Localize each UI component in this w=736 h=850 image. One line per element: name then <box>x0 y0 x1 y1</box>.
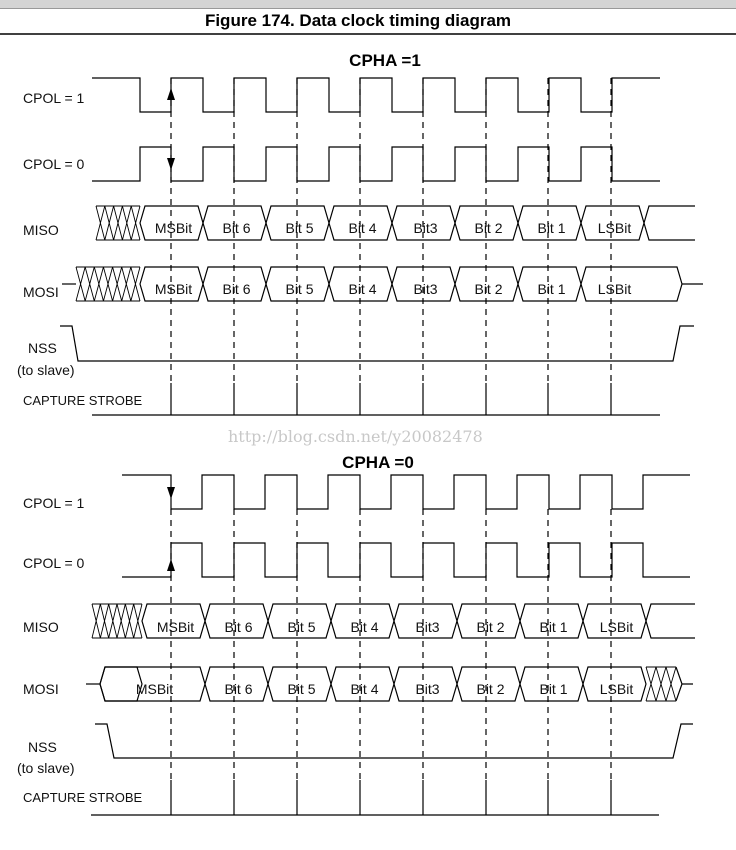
nss-waveform <box>95 723 693 759</box>
miso-idle-lines <box>643 205 695 241</box>
miso-bit-label: MSBit <box>157 619 194 635</box>
cpol0-clock-waveform <box>122 542 690 578</box>
label-cpol1: CPOL = 1 <box>23 495 85 511</box>
mosi-bit-cell <box>580 266 683 302</box>
falling-edge-arrow-icon <box>167 158 175 170</box>
mosi-bit-label: Bit3 <box>413 281 437 297</box>
miso-bit-label: Bit3 <box>415 619 439 635</box>
label-miso: MISO <box>23 619 59 635</box>
miso-bit-label: Bit 1 <box>539 619 567 635</box>
miso-bit-label: Bit 2 <box>474 220 502 236</box>
miso-bit-label: MSBit <box>155 220 192 236</box>
label-cpol1: CPOL = 1 <box>23 90 85 106</box>
miso-bit-label: LSBit <box>598 220 632 236</box>
section-cpha0: CPHA =0 CPOL = 1 CPOL = 0 MISO MOSI NSS … <box>17 453 695 816</box>
miso-bit-label: Bit 1 <box>537 220 565 236</box>
mosi-undefined-hatch <box>75 266 141 302</box>
label-nss: NSS <box>28 739 57 755</box>
mosi-bit-label: MSBit <box>155 281 192 297</box>
miso-bit-label: Bit 2 <box>476 619 504 635</box>
falling-edge-arrow-icon <box>167 487 175 499</box>
label-capture-strobe: CAPTURE STROBE <box>23 790 143 805</box>
label-cpol0: CPOL = 0 <box>23 156 85 172</box>
mosi-bit-label: LSBit <box>598 281 632 297</box>
label-mosi: MOSI <box>23 284 59 300</box>
miso-bit-label: Bit 5 <box>285 220 313 236</box>
label-nss-sub: (to slave) <box>17 362 75 378</box>
section-title: CPHA =0 <box>342 453 414 472</box>
miso-idle-lines <box>645 603 695 639</box>
mosi-bit-label: Bit 1 <box>539 681 567 697</box>
mosi-undefined-hatch <box>645 666 677 702</box>
miso-bit-label: Bit 6 <box>224 619 252 635</box>
watermark: http://blog.csdn.net/y20082478 <box>228 427 483 446</box>
miso-bit-label: Bit 6 <box>222 220 250 236</box>
miso-bit-label: Bit 4 <box>348 220 376 236</box>
mosi-bit-label: Bit 2 <box>474 281 502 297</box>
label-miso: MISO <box>23 222 59 238</box>
label-mosi: MOSI <box>23 681 59 697</box>
miso-bit-label: LSBit <box>600 619 634 635</box>
mosi-bit-label: Bit 5 <box>287 681 315 697</box>
mosi-bit-label: Bit3 <box>415 681 439 697</box>
label-nss-sub: (to slave) <box>17 760 75 776</box>
label-nss: NSS <box>28 340 57 356</box>
mosi-bit-label: Bit 4 <box>350 681 378 697</box>
figure-title: Figure 174. Data clock timing diagram <box>205 11 511 30</box>
mosi-bit-label: Bit 1 <box>537 281 565 297</box>
cpol0-clock-waveform <box>92 146 660 182</box>
rising-edge-arrow-icon <box>167 559 175 571</box>
miso-bit-label: Bit3 <box>413 220 437 236</box>
mosi-idle-line <box>675 666 693 702</box>
miso-undefined-hatch <box>95 205 141 241</box>
mosi-bit-label: Bit 5 <box>285 281 313 297</box>
cpol1-clock-waveform <box>122 474 690 510</box>
mosi-bit-cell <box>582 666 647 702</box>
top-toolbar-strip <box>0 0 736 9</box>
rising-edge-arrow-icon <box>167 88 175 100</box>
mosi-bit-label: Bit 4 <box>348 281 376 297</box>
mosi-bit-label: Bit 6 <box>222 281 250 297</box>
miso-bit-label: Bit 4 <box>350 619 378 635</box>
nss-waveform <box>60 325 694 362</box>
miso-bit-label: Bit 5 <box>287 619 315 635</box>
miso-undefined-hatch <box>91 603 143 639</box>
mosi-bit-label: LSBit <box>600 681 634 697</box>
section-title: CPHA =1 <box>349 51 421 70</box>
mosi-bit-label: Bit 6 <box>224 681 252 697</box>
mosi-bit-label: Bit 2 <box>476 681 504 697</box>
cpol1-clock-waveform <box>92 77 660 113</box>
label-cpol0: CPOL = 0 <box>23 555 85 571</box>
mosi-bit-label: MSBit <box>136 681 173 697</box>
section-cpha1: CPHA =1 CPOL = 1 CPOL = 0 MISO MOSI NSS … <box>17 51 703 416</box>
label-capture-strobe: CAPTURE STROBE <box>23 393 143 408</box>
